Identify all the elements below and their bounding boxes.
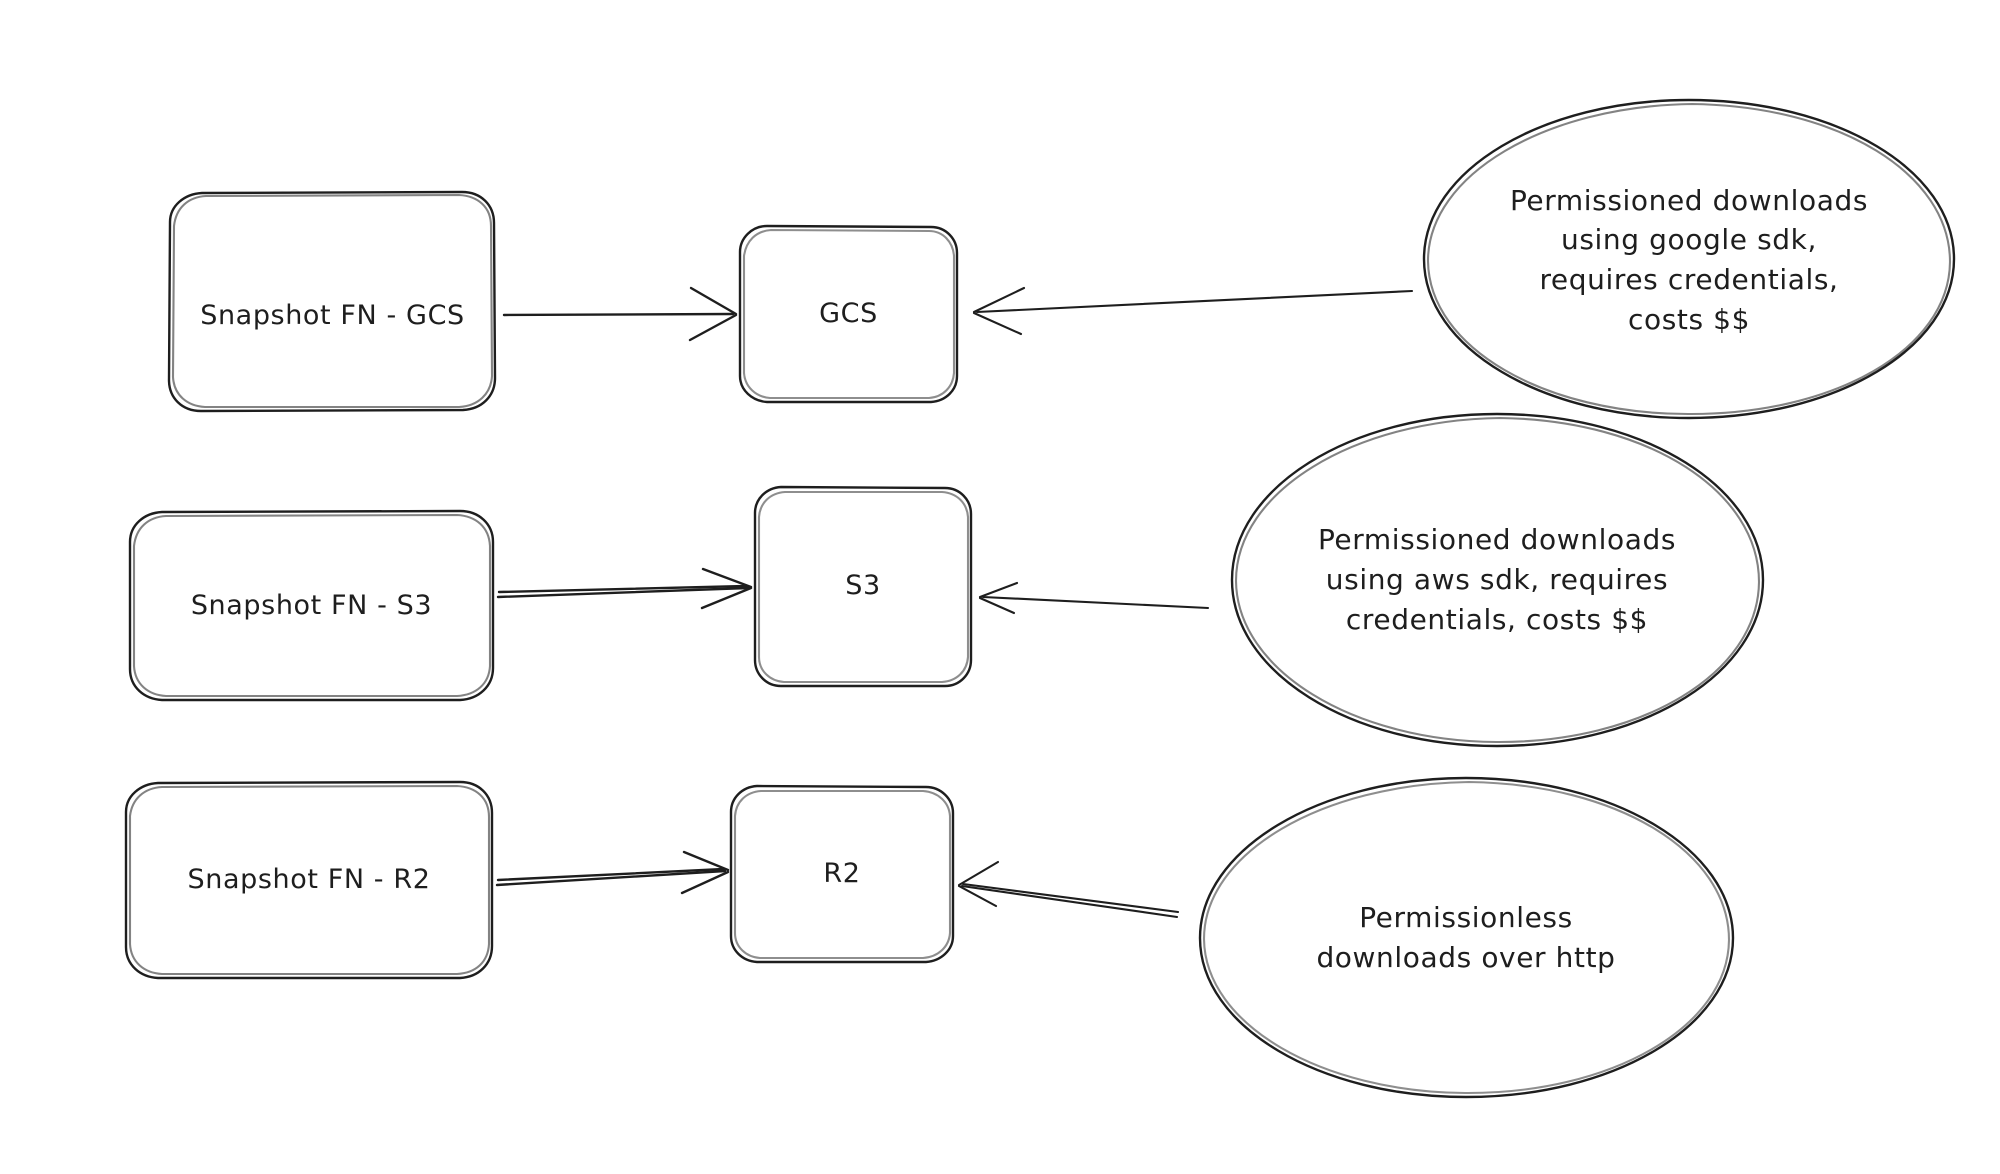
node-snapshot-fn-r2-shape[interactable] xyxy=(124,780,494,980)
arrow-note-gcs-to-gcs xyxy=(972,286,1414,336)
node-snapshot-fn-gcs-shape[interactable] xyxy=(167,190,497,413)
node-gcs-shape[interactable] xyxy=(738,224,959,404)
node-s3-shape[interactable] xyxy=(753,485,973,688)
arrow-note-s3-to-s3 xyxy=(978,581,1210,615)
note-gcs-ellipse-shape[interactable] xyxy=(1422,98,1956,420)
note-s3-ellipse-shape[interactable] xyxy=(1230,412,1765,748)
note-r2-ellipse-shape[interactable] xyxy=(1198,776,1735,1099)
arrow-note-r2-to-r2 xyxy=(957,860,1180,919)
arrow-snapshot-fn-gcs-to-gcs xyxy=(502,286,738,342)
node-r2-shape[interactable] xyxy=(729,784,955,964)
node-snapshot-fn-s3-shape[interactable] xyxy=(128,509,495,702)
arrow-snapshot-fn-r2-to-r2 xyxy=(495,850,730,895)
arrow-snapshot-fn-s3-to-s3 xyxy=(496,567,753,610)
